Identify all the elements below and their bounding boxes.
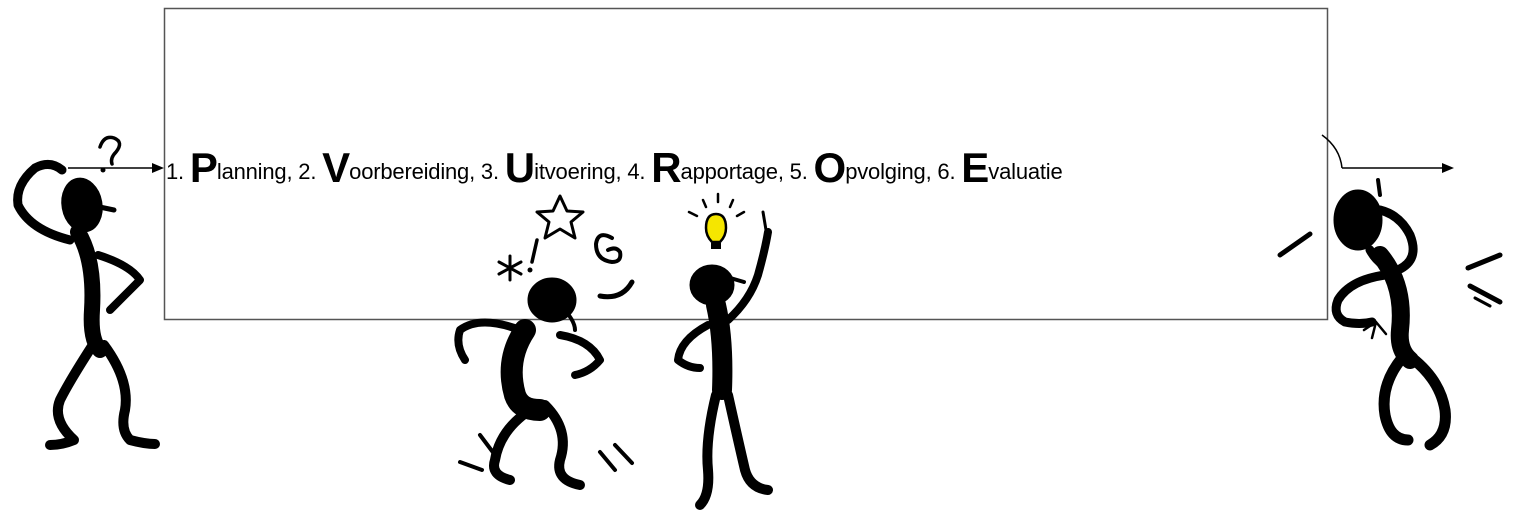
step-uitvoering: 3. Uitvoering, [480,144,628,191]
frustrated-figure [454,277,634,490]
star-icon [535,194,585,240]
step-evaluatie: 6. Evaluatie [937,144,1063,191]
step-number: 3. [480,159,499,184]
swirl-icon [593,233,635,300]
step-opvolging: 5. Opvolging, [789,144,938,191]
step-rapportage: 4. Rapportage, [627,144,790,191]
idea-figure [674,210,773,510]
asterisk-icon [497,254,523,282]
step-initial: U [504,144,535,191]
step-initial: P [189,144,218,191]
step-planning: 1. Planning, [166,144,299,191]
step-number: 1. [166,159,184,184]
step-initial: E [961,144,989,191]
step-number: 5. [789,159,808,184]
process-steps: 1. Planning, 2. Voorbereiding, 3. Uitvoe… [166,138,1326,198]
agitated-figure [1277,178,1503,451]
outgoing-arrow [1321,134,1454,173]
process-frame [163,7,1329,321]
confused-figure [13,160,160,450]
incoming-arrow [68,163,164,173]
lightbulb-icon [687,192,746,249]
step-initial: R [651,144,681,191]
step-rest: oorbereiding [349,159,470,184]
question-mark-icon [98,135,122,173]
exclamation-icon [527,238,539,273]
step-rest: itvoering [534,159,616,184]
step-number: 6. [937,159,956,184]
step-rest: apportage [680,159,778,184]
step-rest: pvolging [845,159,926,184]
step-initial: O [813,144,847,191]
step-number: 2. [298,159,317,184]
step-initial: V [322,144,350,191]
step-separator: , [777,159,790,184]
step-separator: , [615,159,628,184]
step-separator: , [925,159,938,184]
step-rest: valuatie [988,159,1063,184]
step-voorbereiding: 2. Voorbereiding, [298,144,481,191]
step-separator: , [469,159,481,184]
step-rest: lanning [216,159,287,184]
step-separator: , [286,159,299,184]
step-number: 4. [627,159,646,184]
